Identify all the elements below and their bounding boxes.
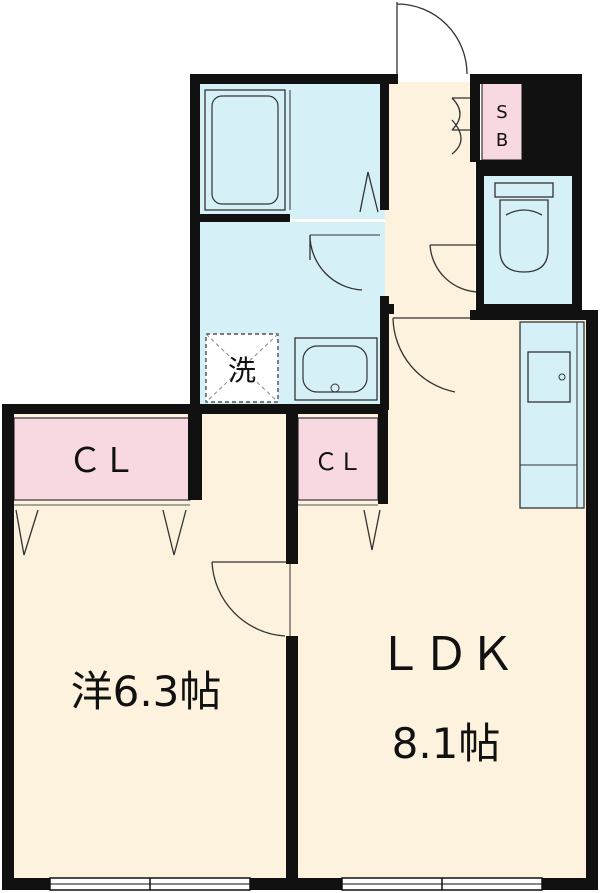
washbasin — [294, 337, 378, 401]
closet-ldk-door — [363, 509, 381, 551]
closet-western-door — [15, 509, 187, 556]
wall-bottom-right — [542, 878, 598, 890]
western-room-label: 洋6.3帖 — [71, 667, 222, 716]
wall-bath-entrance — [380, 80, 389, 210]
wall-ldk-top — [470, 310, 598, 320]
shoe-box-door — [451, 97, 470, 155]
toilet-door — [429, 244, 481, 293]
kitchen-tap — [558, 373, 566, 381]
wall-entrance-bottom — [380, 304, 394, 314]
wall-left-bath — [190, 74, 200, 412]
wall-western-top — [2, 404, 200, 414]
ldk-room-size: 8.1帖 — [392, 719, 501, 768]
wall-closet-ldk-right — [378, 404, 388, 504]
wall-right-ldk — [586, 310, 598, 886]
shoe-box-label-b: B — [496, 130, 508, 151]
closet-ldk — [297, 417, 379, 501]
wall-right-toilet — [572, 74, 582, 318]
bathtub — [204, 89, 286, 211]
shoe-box — [481, 81, 523, 161]
wall-entrance-right — [470, 80, 480, 162]
toilet-seat — [505, 209, 543, 216]
washbasin-drain — [330, 383, 340, 393]
wall-bottom-left — [2, 878, 50, 890]
wall-western-left — [2, 404, 14, 886]
wall-partition-lower — [286, 636, 298, 886]
entrance-door[interactable] — [396, 2, 468, 78]
shoe-box-dark — [522, 82, 574, 174]
closet-western — [13, 417, 191, 501]
wall-partition — [286, 404, 298, 564]
shoe-box-label-s: S — [496, 102, 507, 123]
toilet-tank — [494, 182, 554, 198]
wall-wash-entrance — [380, 296, 389, 410]
ldk-room-name: ＬＤＫ — [377, 627, 515, 681]
closet-western-label: ＣＬ — [68, 441, 136, 481]
closet-ldk-label: ＣＬ — [314, 448, 362, 476]
wall-bath-wash — [198, 214, 290, 222]
wall-top-bath — [190, 74, 398, 84]
wall-sb-toilet — [476, 160, 576, 176]
ldk-entrance-door[interactable] — [392, 317, 470, 393]
wall-western-right-upper — [188, 404, 202, 500]
kitchen-sink — [527, 351, 571, 403]
washer-label: 洗 — [228, 354, 256, 387]
bath-door-fold — [359, 171, 379, 213]
wall-toilet-left — [476, 160, 484, 310]
toilet-bowl — [499, 199, 549, 273]
washroom-door — [309, 234, 363, 291]
washer-cross-b — [205, 333, 279, 403]
entrance-floor — [385, 82, 475, 314]
bathtub-inner — [211, 95, 279, 205]
wall-toilet-bottom — [476, 304, 580, 314]
wall-top-sb — [470, 74, 580, 84]
kitchen-counter — [519, 321, 585, 509]
western-room-door[interactable] — [211, 561, 290, 637]
